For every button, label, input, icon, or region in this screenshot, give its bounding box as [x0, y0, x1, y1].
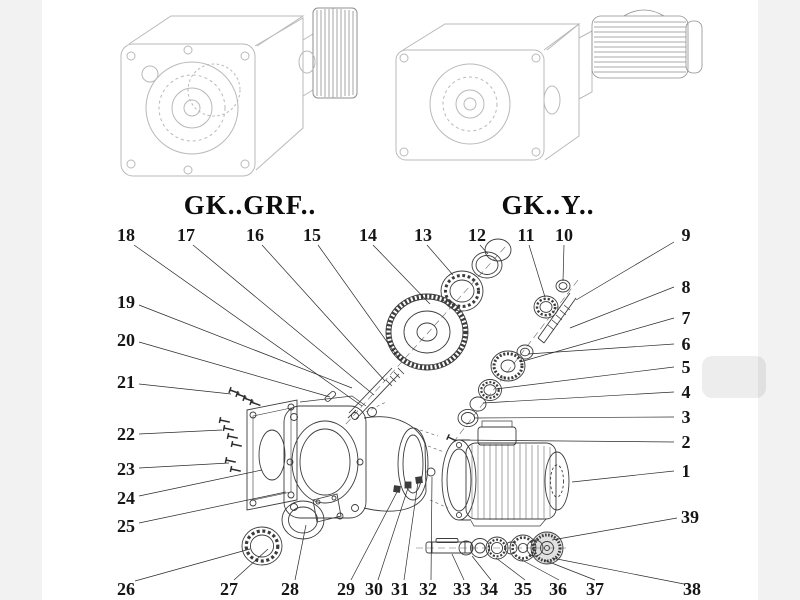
gear-housing — [283, 395, 429, 520]
leader-line-30 — [377, 487, 409, 581]
leader-line-3 — [473, 416, 675, 419]
leader-line-2 — [455, 439, 675, 443]
callout-number-30: 30 — [365, 579, 383, 599]
callout-number-17: 17 — [177, 225, 195, 245]
callout-number-11: 11 — [517, 225, 534, 245]
callout-number-8: 8 — [682, 277, 691, 297]
callout-number-18: 18 — [117, 225, 135, 245]
callout-number-22: 22 — [117, 424, 135, 444]
callout-number-12: 12 — [468, 225, 486, 245]
leader-line-8 — [569, 286, 675, 329]
callout-number-5: 5 — [682, 357, 691, 377]
leader-line-38 — [551, 557, 685, 585]
callout-number-33: 33 — [453, 579, 471, 599]
leader-line-16 — [261, 244, 386, 382]
leader-line-19 — [138, 304, 353, 389]
leader-line-1 — [571, 470, 675, 483]
callout-number-25: 25 — [117, 516, 135, 536]
diagram-canvas — [42, 0, 758, 600]
callout-number-36: 36 — [549, 579, 567, 599]
leader-line-18 — [133, 244, 363, 407]
leader-line-9 — [575, 241, 675, 301]
callout-number-20: 20 — [117, 330, 135, 350]
leader-line-25 — [138, 491, 287, 524]
callout-number-29: 29 — [337, 579, 355, 599]
leader-line-5 — [495, 366, 675, 390]
leader-line-31 — [403, 481, 419, 581]
bearing-cover-assembly — [241, 493, 342, 566]
callout-number-16: 16 — [246, 225, 264, 245]
leader-line-34 — [471, 555, 492, 581]
edge-watermark — [702, 356, 766, 398]
motor-fins — [471, 444, 551, 520]
callout-number-2: 2 — [682, 432, 691, 452]
leader-line-14 — [372, 244, 431, 305]
leader-line-24 — [138, 469, 263, 497]
alignment-lines — [365, 401, 449, 509]
leader-line-12 — [479, 244, 489, 255]
callout-number-7: 7 — [682, 308, 691, 328]
leader-line-6 — [527, 343, 675, 355]
callout-number-28: 28 — [281, 579, 299, 599]
callout-number-35: 35 — [514, 579, 532, 599]
leader-line-33 — [451, 553, 465, 581]
callout-number-13: 13 — [414, 225, 432, 245]
leader-line-35 — [495, 557, 526, 581]
callout-number-31: 31 — [391, 579, 409, 599]
callout-number-14: 14 — [359, 225, 377, 245]
exploded-view — [218, 238, 579, 566]
callout-number-37: 37 — [586, 579, 604, 599]
leader-line-13 — [426, 244, 454, 276]
main-gear-assembly — [324, 238, 512, 420]
leader-line-27 — [233, 548, 269, 581]
input-pinion-assembly — [457, 279, 577, 428]
leader-line-29 — [350, 491, 398, 581]
leader-line-23 — [138, 462, 230, 469]
callout-number-24: 24 — [117, 488, 135, 508]
leader-line-11 — [528, 244, 546, 298]
callout-layer: 1234567891011121314151617181920212223242… — [117, 225, 701, 599]
leader-line-10 — [562, 244, 565, 282]
callout-number-9: 9 — [682, 225, 691, 245]
reference-drawing-gk-y — [395, 9, 703, 161]
leader-line-32 — [430, 476, 433, 581]
callout-number-39: 39 — [681, 507, 699, 527]
callout-number-15: 15 — [303, 225, 321, 245]
motor-flange-fasteners — [393, 467, 436, 493]
callout-number-6: 6 — [682, 334, 691, 354]
model-label-gk-grf: GK..GRF.. — [183, 190, 317, 220]
callout-number-3: 3 — [682, 407, 691, 427]
motor-finned-body — [591, 9, 703, 79]
leader-line-20 — [138, 341, 331, 398]
output-shaft-assembly — [425, 531, 564, 565]
callout-number-23: 23 — [117, 459, 135, 479]
leader-line-36 — [519, 558, 560, 581]
leader-line-39 — [551, 517, 678, 541]
flange-bolts — [218, 386, 457, 473]
mounting-flange-plate — [246, 399, 298, 511]
callout-number-38: 38 — [683, 579, 701, 599]
leader-line-21 — [138, 383, 232, 395]
motor — [441, 420, 570, 527]
callout-number-21: 21 — [117, 372, 135, 392]
leader-line-4 — [482, 391, 675, 404]
callout-number-34: 34 — [480, 579, 498, 599]
model-label-gk-y: GK..Y.. — [501, 190, 595, 220]
leader-line-26 — [134, 548, 251, 582]
callout-number-27: 27 — [220, 579, 238, 599]
reference-drawing-gk-grf — [120, 7, 358, 177]
leader-line-22 — [138, 429, 223, 435]
leader-line-17 — [192, 244, 375, 396]
leader-line-15 — [317, 244, 401, 361]
leader-line-7 — [519, 317, 675, 363]
leader-line-37 — [543, 559, 596, 581]
callout-number-1: 1 — [682, 461, 691, 481]
callout-number-10: 10 — [555, 225, 573, 245]
callout-number-19: 19 — [117, 292, 135, 312]
ribbed-input-cover — [312, 7, 358, 99]
callout-number-32: 32 — [419, 579, 437, 599]
callout-number-4: 4 — [682, 382, 691, 402]
leader-line-28 — [294, 524, 307, 581]
callout-number-26: 26 — [117, 579, 135, 599]
